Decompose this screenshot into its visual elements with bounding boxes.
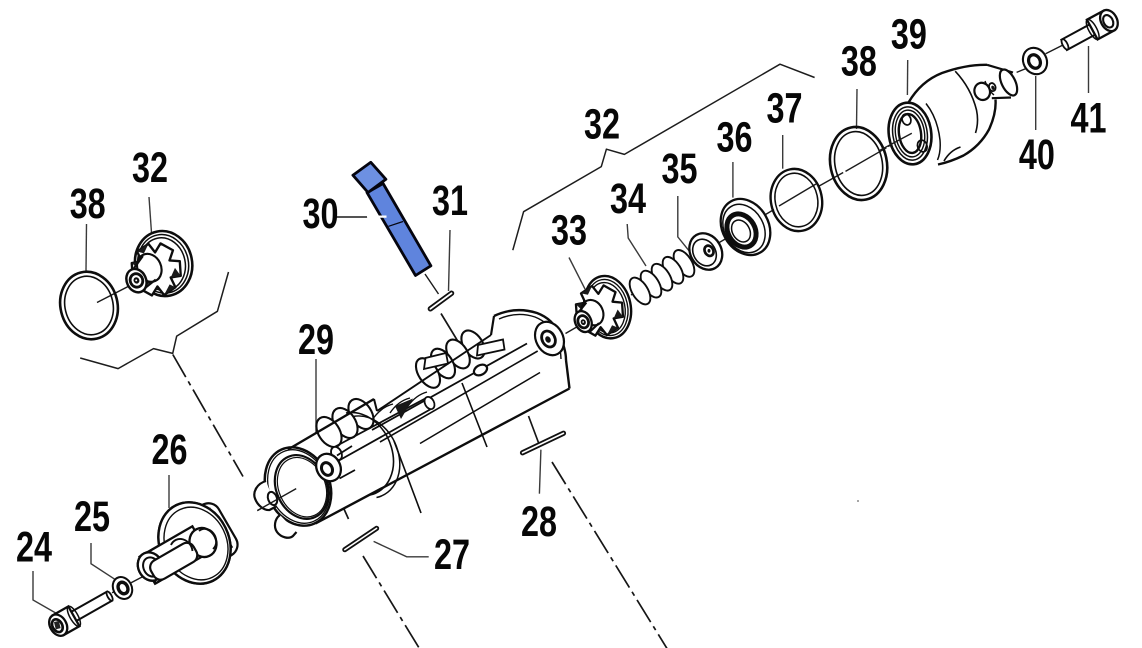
svg-text:37: 37 [767, 85, 803, 133]
svg-text:41: 41 [1071, 95, 1107, 143]
svg-text:40: 40 [1019, 131, 1055, 179]
svg-text:28: 28 [521, 498, 557, 546]
svg-text:34: 34 [610, 175, 646, 223]
svg-text:29: 29 [298, 316, 334, 364]
svg-text:35: 35 [662, 145, 698, 193]
svg-text:27: 27 [434, 531, 470, 579]
svg-text:38: 38 [70, 180, 106, 228]
svg-text:38: 38 [841, 38, 877, 86]
svg-text:31: 31 [432, 177, 468, 225]
svg-text:32: 32 [584, 101, 620, 149]
svg-text:36: 36 [717, 114, 753, 162]
svg-text:25: 25 [74, 493, 110, 541]
svg-text:33: 33 [551, 207, 587, 255]
svg-text:26: 26 [152, 426, 188, 474]
svg-text:30: 30 [303, 190, 339, 238]
svg-text:24: 24 [16, 524, 52, 572]
svg-text:39: 39 [891, 10, 927, 58]
svg-text:32: 32 [132, 144, 168, 192]
